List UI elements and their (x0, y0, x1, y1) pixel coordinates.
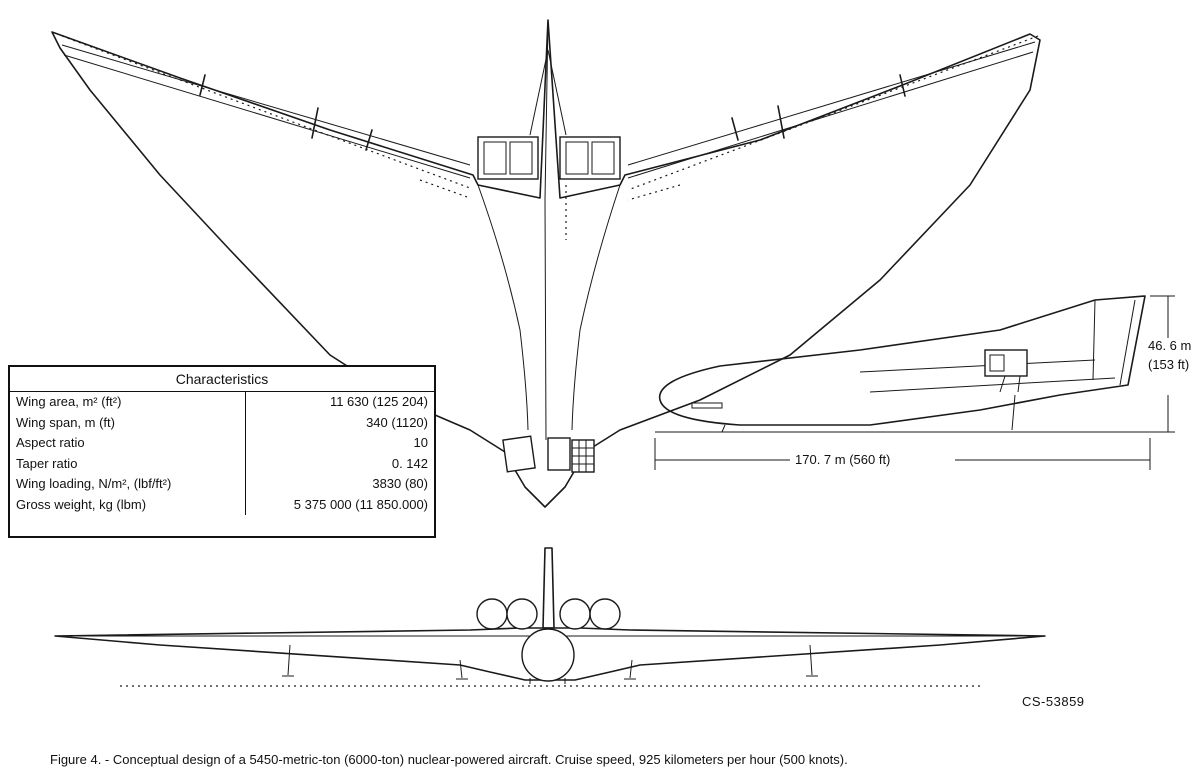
front-view (54, 547, 1046, 687)
front-view-wing (54, 627, 1046, 681)
side-view-engine (984, 349, 1028, 377)
table-row: Wing span, m (ft) 340 (1120) (10, 412, 434, 433)
table-row: Taper ratio 0. 142 (10, 453, 434, 474)
row-value: 5 375 000 (11 850.000) (245, 494, 434, 515)
row-label: Wing loading, N/m², (lbf/ft²) (16, 476, 172, 491)
engine-pod-left (477, 136, 539, 180)
figure-caption: Figure 4. - Conceptual design of a 5450-… (50, 752, 848, 767)
row-label: Wing area, m² (ft²) (16, 394, 122, 409)
height-dimension-imperial: (153 ft) (1148, 357, 1190, 372)
row-label: Gross weight, kg (lbm) (16, 496, 147, 512)
side-view (654, 295, 1175, 470)
row-value: 11 630 (125 204) (245, 392, 434, 413)
row-label: Aspect ratio (16, 435, 85, 450)
table-row: Wing area, m² (ft²) 11 630 (125 204) (10, 392, 434, 413)
row-value: 340 (1120) (245, 412, 434, 433)
characteristics-table: Characteristics Wing area, m² (ft²) 11 6… (8, 365, 436, 538)
row-label: Wing span, m (ft) (16, 414, 115, 430)
table-row: Wing loading, N/m², (lbf/ft²) 3830 (80) (10, 474, 434, 495)
row-value: 0. 142 (245, 453, 434, 474)
front-view-fuselage (521, 628, 575, 682)
length-dimension: 170. 7 m (560 ft) (791, 452, 895, 467)
table-row: Aspect ratio 10 (10, 433, 434, 454)
table-row: Gross weight, kg (lbm) 5 375 000 (11 850… (10, 494, 434, 515)
side-view-fuselage (658, 295, 1146, 426)
engine-pod-right (559, 136, 621, 180)
top-view (51, 19, 1041, 508)
row-value: 3830 (80) (245, 474, 434, 495)
characteristics-title: Characteristics (10, 367, 434, 392)
photo-id: CS-53859 (1022, 694, 1085, 709)
row-value: 10 (245, 433, 434, 454)
height-dimension-metric: 46. 6 m (1148, 338, 1192, 353)
row-label: Taper ratio (16, 455, 78, 471)
front-view-tail (542, 547, 555, 629)
